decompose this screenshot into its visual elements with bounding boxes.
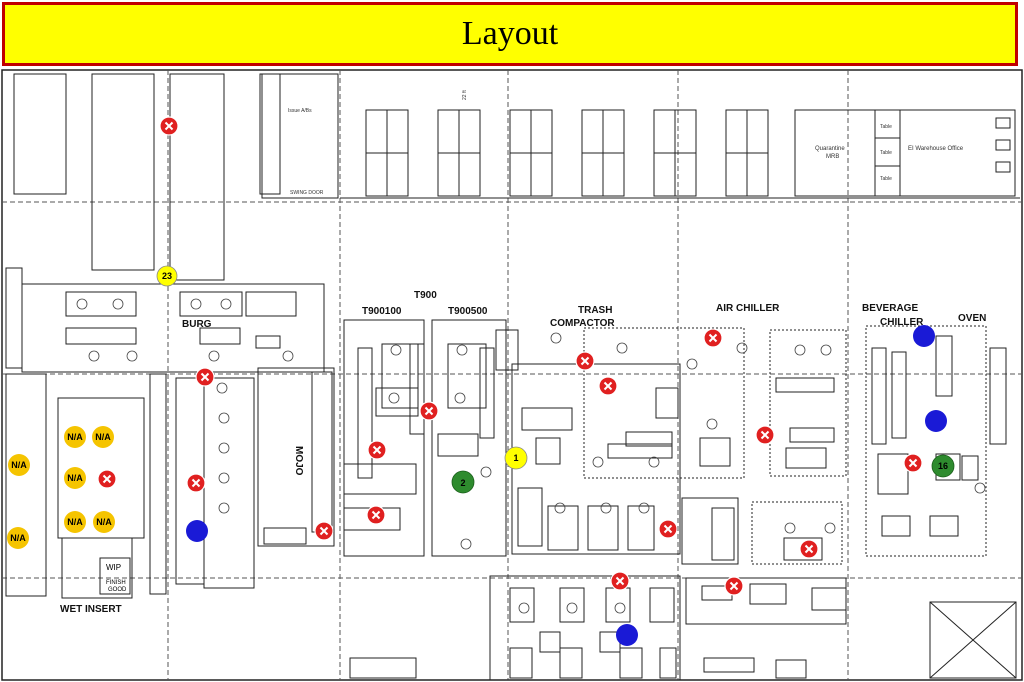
- marker-x-15[interactable]: [799, 539, 819, 559]
- label-beverage: BEVERAGE: [862, 303, 918, 314]
- marker-16[interactable]: 16: [931, 454, 955, 478]
- marker-x-5[interactable]: [703, 328, 723, 348]
- label-table-1: Table: [880, 124, 892, 130]
- label-trash: TRASH: [578, 305, 612, 316]
- label-t900100: T900100: [362, 306, 402, 317]
- marker-x-12[interactable]: [314, 521, 334, 541]
- label-clearance: 22 ft: [462, 90, 468, 100]
- marker-blue-4[interactable]: [616, 624, 638, 646]
- svg-text:N/A: N/A: [10, 533, 26, 543]
- label-ei-warehouse: EI Warehouse Office: [908, 146, 964, 152]
- title-banner: Layout: [2, 2, 1018, 66]
- svg-text:N/A: N/A: [11, 460, 27, 470]
- marker-na-4[interactable]: N/A: [64, 467, 86, 489]
- label-table-3: Table: [880, 176, 892, 182]
- marker-na-3[interactable]: N/A: [8, 454, 30, 476]
- marker-1[interactable]: 1: [504, 446, 528, 470]
- marker-x-17[interactable]: [724, 576, 744, 596]
- marker-blue-1[interactable]: [186, 520, 208, 542]
- marker-x-13[interactable]: [658, 519, 678, 539]
- label-table-2: Table: [880, 150, 892, 156]
- label-t900500: T900500: [448, 306, 488, 317]
- label-mrb: MRB: [826, 154, 839, 160]
- marker-x-9[interactable]: [97, 469, 117, 489]
- svg-text:N/A: N/A: [67, 517, 83, 527]
- svg-text:23: 23: [162, 271, 172, 281]
- svg-text:N/A: N/A: [96, 517, 112, 527]
- label-issue-area: Issue A/Bs: [288, 108, 312, 114]
- marker-x-10[interactable]: [186, 473, 206, 493]
- marker-na-7[interactable]: N/A: [7, 527, 29, 549]
- label-quarantine: Quarantine: [815, 146, 845, 152]
- label-mojo: MOJO: [293, 446, 304, 476]
- marker-blue-3[interactable]: [925, 410, 947, 432]
- marker-x-7[interactable]: [367, 440, 387, 460]
- svg-text:16: 16: [938, 461, 948, 471]
- svg-text:N/A: N/A: [67, 473, 83, 483]
- marker-na-1[interactable]: N/A: [64, 426, 86, 448]
- marker-blue-2[interactable]: [913, 325, 935, 347]
- label-t900: T900: [414, 290, 437, 301]
- svg-text:2: 2: [460, 478, 465, 488]
- marker-23[interactable]: 23: [156, 265, 178, 287]
- marker-x-16[interactable]: [610, 571, 630, 591]
- plan-structure: [1, 69, 1023, 681]
- marker-x-6[interactable]: [419, 401, 439, 421]
- area-labels: T900 T900100 T900500 TRASH COMPACTOR AIR…: [60, 90, 986, 615]
- label-burg: BURG: [182, 319, 212, 330]
- label-oven: OVEN: [958, 313, 986, 324]
- marker-na-5[interactable]: N/A: [64, 511, 86, 533]
- marker-x-2[interactable]: [195, 367, 215, 387]
- equipment-symbols: [76, 298, 986, 614]
- marker-na-6[interactable]: N/A: [93, 511, 115, 533]
- label-air-chiller: AIR CHILLER: [716, 303, 780, 314]
- marker-x-14[interactable]: [903, 453, 923, 473]
- label-chiller: CHILLER: [880, 317, 924, 328]
- page-title: Layout: [461, 15, 559, 52]
- label-wip: WIP: [106, 563, 121, 572]
- label-compactor: COMPACTOR: [550, 318, 615, 329]
- label-wet-insert: WET INSERT: [60, 604, 122, 615]
- label-swing-door: SWING DOOR: [290, 190, 324, 196]
- label-finish: FINISH: [106, 580, 126, 586]
- marker-x-1[interactable]: [159, 116, 179, 136]
- marker-x-4[interactable]: [598, 376, 618, 396]
- marker-x-3[interactable]: [575, 351, 595, 371]
- floor-plan: T900 T900100 T900500 TRASH COMPACTOR AIR…: [1, 69, 1023, 681]
- svg-text:1: 1: [513, 453, 518, 463]
- svg-text:N/A: N/A: [95, 432, 111, 442]
- x-markers-layer: [97, 116, 923, 596]
- marker-x-8[interactable]: [755, 425, 775, 445]
- marker-na-2[interactable]: N/A: [92, 426, 114, 448]
- marker-2[interactable]: 2: [451, 470, 475, 494]
- marker-x-11[interactable]: [366, 505, 386, 525]
- svg-text:N/A: N/A: [67, 432, 83, 442]
- markers-layer: 23 1 2 16 N/A N/A N/A N/A N/A N/A N/A: [7, 265, 955, 646]
- label-finish-good: GOOD: [108, 587, 127, 593]
